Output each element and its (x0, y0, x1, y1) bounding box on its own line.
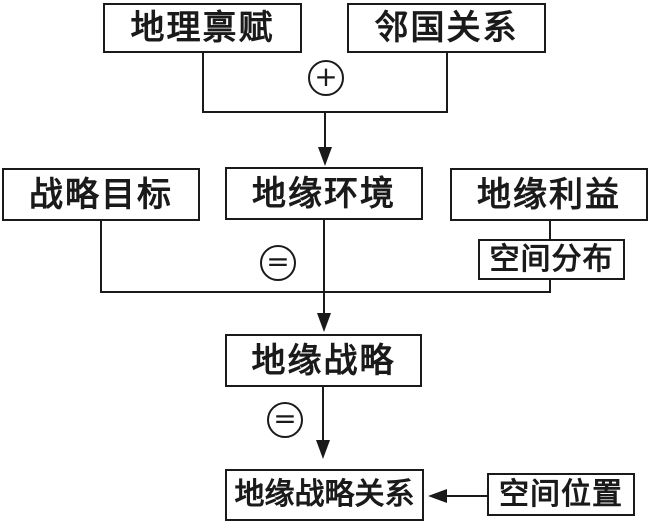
arrowhead-to-relations-left (428, 489, 447, 503)
equals-symbol-1: = (266, 245, 290, 278)
node-geo-environment: 地缘环境 (225, 167, 423, 220)
plus-symbol: + (314, 60, 338, 93)
node-geo-strategy: 地缘战略 (225, 334, 422, 387)
node-geo-strategic-relations: 地缘战略关系 (225, 469, 424, 521)
node-geo-interests: 地缘利益 (450, 168, 648, 221)
equals-operator-icon-1: = (260, 245, 296, 281)
node-geographic-endowment: 地理禀赋 (103, 3, 302, 53)
arrowhead-to-strategy (317, 313, 331, 332)
node-strategic-goals: 战略目标 (2, 168, 200, 221)
equals-operator-icon-2: = (267, 402, 303, 438)
equals-symbol-2: = (273, 402, 297, 435)
arrowhead-to-relations (316, 440, 330, 459)
node-spatial-position: 空间位置 (487, 473, 635, 516)
node-spatial-distribution: 空间分布 (478, 239, 625, 280)
arrowhead-to-environment (318, 147, 332, 166)
node-neighbor-relations: 邻国关系 (347, 3, 546, 53)
plus-operator-icon: + (308, 60, 344, 96)
